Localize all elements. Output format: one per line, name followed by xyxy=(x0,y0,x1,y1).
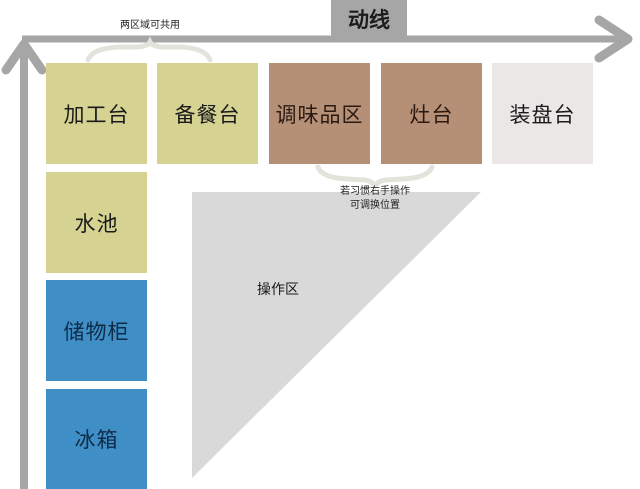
swap-position-note: 若习惯右手操作 可调换位置 xyxy=(330,185,420,213)
work-area-triangle xyxy=(192,192,481,478)
swap-note-line1: 若习惯右手操作 xyxy=(340,186,410,197)
station-plating-counter: 装盘台 xyxy=(492,63,593,164)
flow-line-label: 动线 xyxy=(331,0,407,38)
vertical-flow-arrow-icon xyxy=(1,39,47,489)
station-stove: 灶台 xyxy=(381,63,482,164)
shared-zone-brace-icon xyxy=(85,36,213,63)
work-area-label: 操作区 xyxy=(257,282,299,298)
station-fridge: 冰箱 xyxy=(46,389,147,489)
swap-note-brace-icon xyxy=(315,164,435,191)
station-prep-counter: 备餐台 xyxy=(157,63,258,164)
station-sink: 水池 xyxy=(46,172,147,273)
shared-zone-note: 两区域可共用 xyxy=(120,20,180,31)
horizontal-flow-arrow-icon xyxy=(22,15,633,63)
swap-note-line2: 可调换位置 xyxy=(350,200,400,211)
station-processing-counter: 加工台 xyxy=(46,63,147,164)
station-cabinet: 储物柜 xyxy=(46,280,147,381)
station-seasoning-area: 调味品区 xyxy=(269,63,370,164)
